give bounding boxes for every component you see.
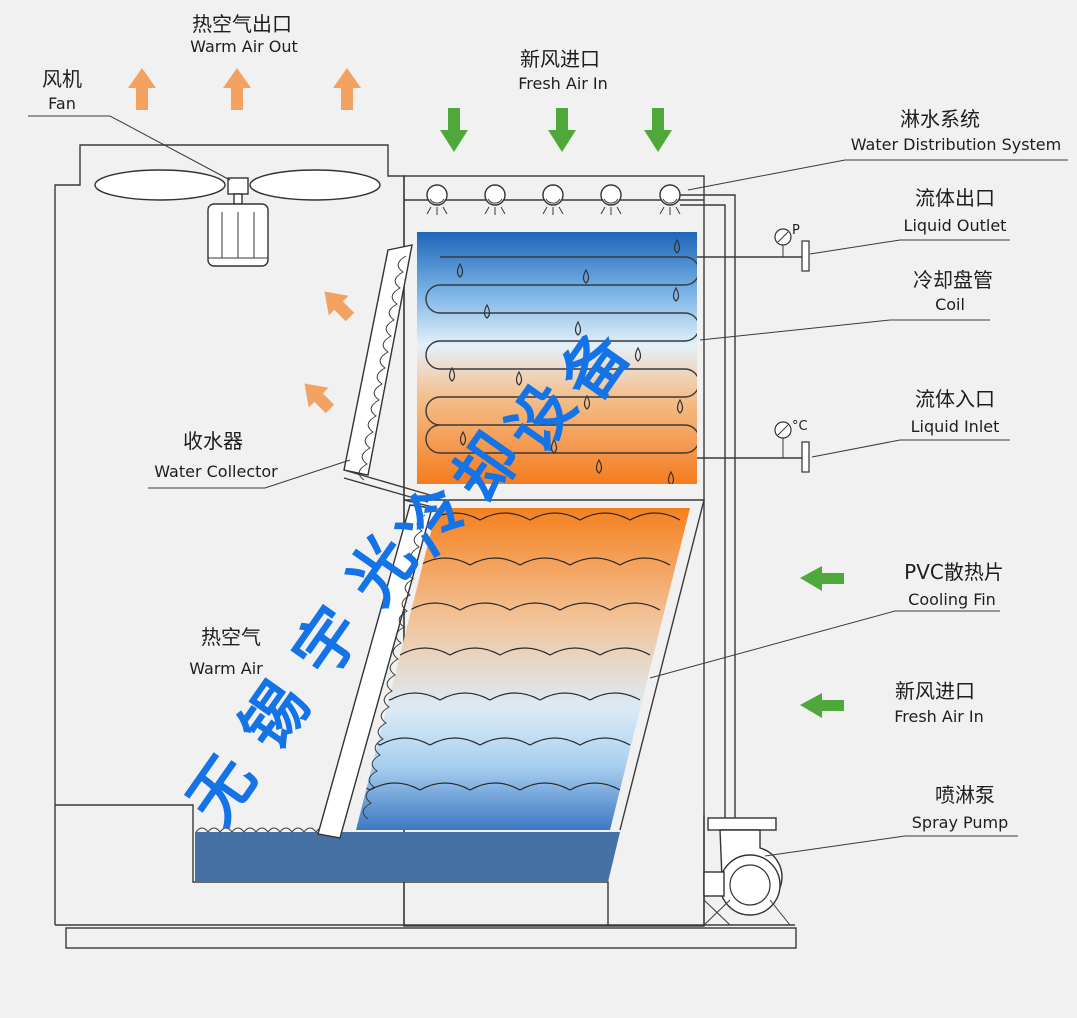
fresh-air-top-arrows — [440, 108, 672, 152]
liquid-outlet-label-en: Liquid Outlet — [904, 216, 1007, 235]
spray-pipe — [680, 194, 736, 818]
liquid-inlet-pipe — [697, 421, 810, 473]
water-collector-label-en: Water Collector — [154, 462, 278, 481]
fan-label-en: Fan — [48, 94, 76, 113]
fresh-air-top-label-en: Fresh Air In — [518, 74, 608, 93]
spray-pump — [703, 817, 791, 926]
fan-label-zh: 风机 — [42, 67, 82, 91]
temperature-gauge-label: °C — [792, 419, 808, 434]
liquid-inlet-label-zh: 流体入口 — [915, 387, 995, 411]
cooling-fin-label-zh: PVC散热片 — [904, 560, 1004, 584]
pressure-gauge-label: P — [792, 223, 800, 238]
water-distribution-label-en: Water Distribution System — [851, 135, 1061, 154]
warm-air-label-zh: 热空气 — [201, 625, 261, 649]
cooling-fin-label-en: Cooling Fin — [908, 590, 996, 609]
warm-air-out-arrows — [128, 68, 361, 110]
water-collector-label-zh: 收水器 — [183, 429, 243, 453]
water-distribution-label-zh: 淋水系统 — [900, 107, 980, 131]
liquid-inlet-label-en: Liquid Inlet — [911, 417, 1000, 436]
liquid-outlet-label-zh: 流体出口 — [915, 186, 995, 210]
warm-air-out-label-zh: 热空气出口 — [192, 12, 292, 36]
fresh-air-side-arrows — [800, 566, 844, 718]
liquid-outlet-pipe — [697, 228, 810, 272]
warm-air-out-label-en: Warm Air Out — [190, 37, 298, 56]
water-basin — [55, 804, 620, 925]
warm-air-label-en: Warm Air — [189, 659, 263, 678]
coil-label-zh: 冷却盘管 — [913, 268, 993, 292]
spray-nozzles — [426, 184, 681, 215]
fresh-air-side-label-en: Fresh Air In — [894, 707, 984, 726]
spray-pump-label-zh: 喷淋泵 — [935, 783, 995, 807]
leader-lines — [28, 115, 1068, 857]
fresh-air-side-label-zh: 新风进口 — [895, 679, 975, 703]
fresh-air-top-label-zh: 新风进口 — [520, 47, 600, 71]
watermark-char: 无 — [174, 743, 271, 838]
water-collector — [317, 244, 433, 839]
warm-air-arrows — [304, 291, 355, 414]
watermark-char: 锡 — [227, 669, 324, 764]
coil-label-en: Coil — [935, 295, 965, 314]
spray-pump-label-en: Spray Pump — [912, 813, 1009, 832]
cooling-coil — [417, 232, 697, 484]
fan — [94, 169, 381, 267]
